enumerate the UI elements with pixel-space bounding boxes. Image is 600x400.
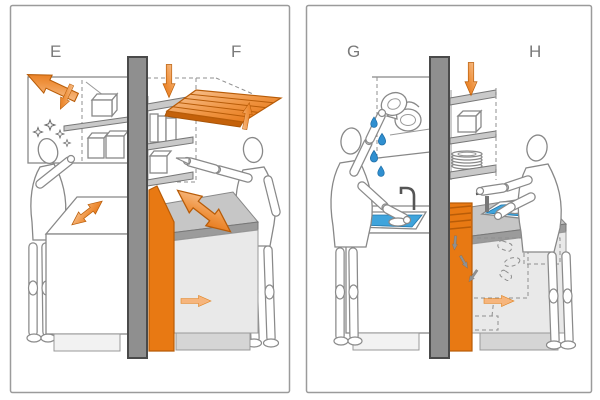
mannequin-g	[330, 91, 412, 346]
counter-f	[151, 191, 259, 351]
pointing-hand	[175, 157, 190, 165]
plate-stack	[451, 150, 483, 170]
shelf-unit-f	[146, 95, 194, 187]
scenario-label-g: G	[347, 42, 360, 61]
panel-gh: G H	[305, 4, 593, 394]
pull-down-shelf	[164, 89, 283, 128]
head	[242, 136, 264, 164]
box-on-shelf	[456, 109, 483, 134]
boxes-lower	[86, 130, 130, 159]
counter-g	[344, 186, 431, 351]
scenario-label-e: E	[50, 42, 61, 61]
counter-e	[44, 196, 129, 352]
head	[340, 127, 362, 155]
highlight-column	[448, 202, 473, 352]
scenario-label-h: H	[529, 42, 541, 61]
panel-ef: E F	[9, 4, 291, 394]
divider-wall	[429, 56, 450, 359]
box-on-shelf	[90, 92, 119, 118]
mannequin-h	[475, 134, 577, 350]
highlight-column	[148, 185, 175, 352]
faucet-icon	[399, 186, 416, 210]
box-on-shelf	[148, 150, 173, 174]
scenario-label-f: F	[231, 42, 241, 61]
head	[526, 134, 548, 162]
divider-wall	[127, 56, 148, 359]
head	[37, 138, 59, 164]
